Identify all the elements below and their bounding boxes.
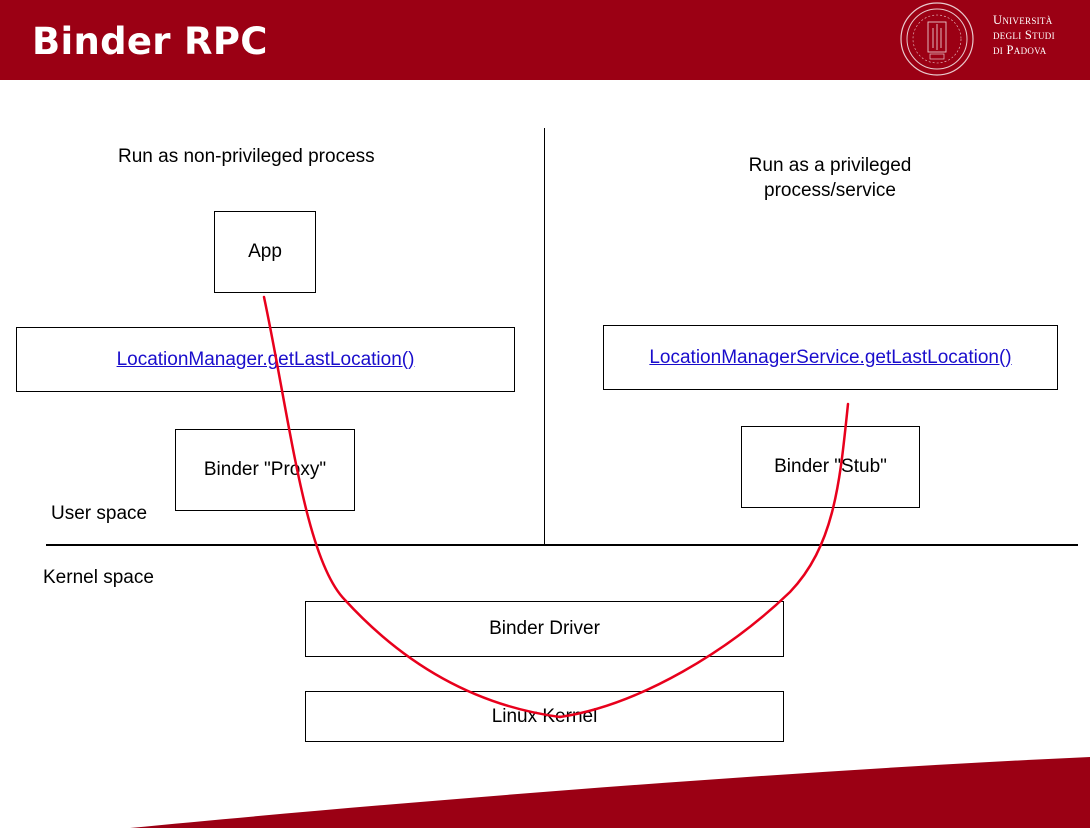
location-manager-service-box: LocationManagerService.getLastLocation() — [603, 325, 1058, 390]
binder-driver-label: Binder Driver — [489, 618, 600, 639]
binder-driver-box: Binder Driver — [305, 601, 784, 657]
linux-kernel-label: Linux Kernel — [491, 705, 598, 727]
right-heading: Run as a privileged process/service — [690, 153, 970, 203]
university-line-3: di Padova — [993, 43, 1047, 57]
university-line-1: Università — [993, 13, 1053, 27]
user-kernel-divider — [46, 544, 1078, 546]
university-name: Università degli Studi di Padova — [993, 13, 1055, 58]
location-manager-service-link[interactable]: LocationManagerService.getLastLocation() — [649, 346, 1012, 368]
right-heading-line-1: Run as a privileged — [748, 155, 912, 176]
user-space-label: User space — [51, 503, 148, 524]
slide-header: Binder RPC Università degli Studi di Pad… — [0, 0, 1090, 80]
rpc-call-path — [262, 295, 850, 719]
kernel-space-label: Kernel space — [43, 567, 154, 588]
app-label: App — [248, 241, 282, 262]
linux-kernel-box: Linux Kernel — [305, 691, 784, 742]
footer-swoosh — [130, 757, 1090, 828]
binder-stub-label: Binder "Stub" — [774, 456, 887, 477]
app-box: App — [214, 211, 316, 293]
university-line-2: degli Studi — [993, 28, 1055, 42]
right-heading-line-2: process/service — [764, 180, 896, 201]
university-seal-icon — [900, 2, 974, 76]
binder-stub-box: Binder "Stub" — [741, 426, 920, 508]
process-divider — [544, 128, 545, 544]
location-manager-box: LocationManager.getLastLocation() — [16, 327, 515, 392]
location-manager-link[interactable]: LocationManager.getLastLocation() — [116, 348, 415, 370]
left-heading: Run as non-privileged process — [118, 146, 375, 167]
slide-title: Binder RPC — [32, 20, 268, 63]
